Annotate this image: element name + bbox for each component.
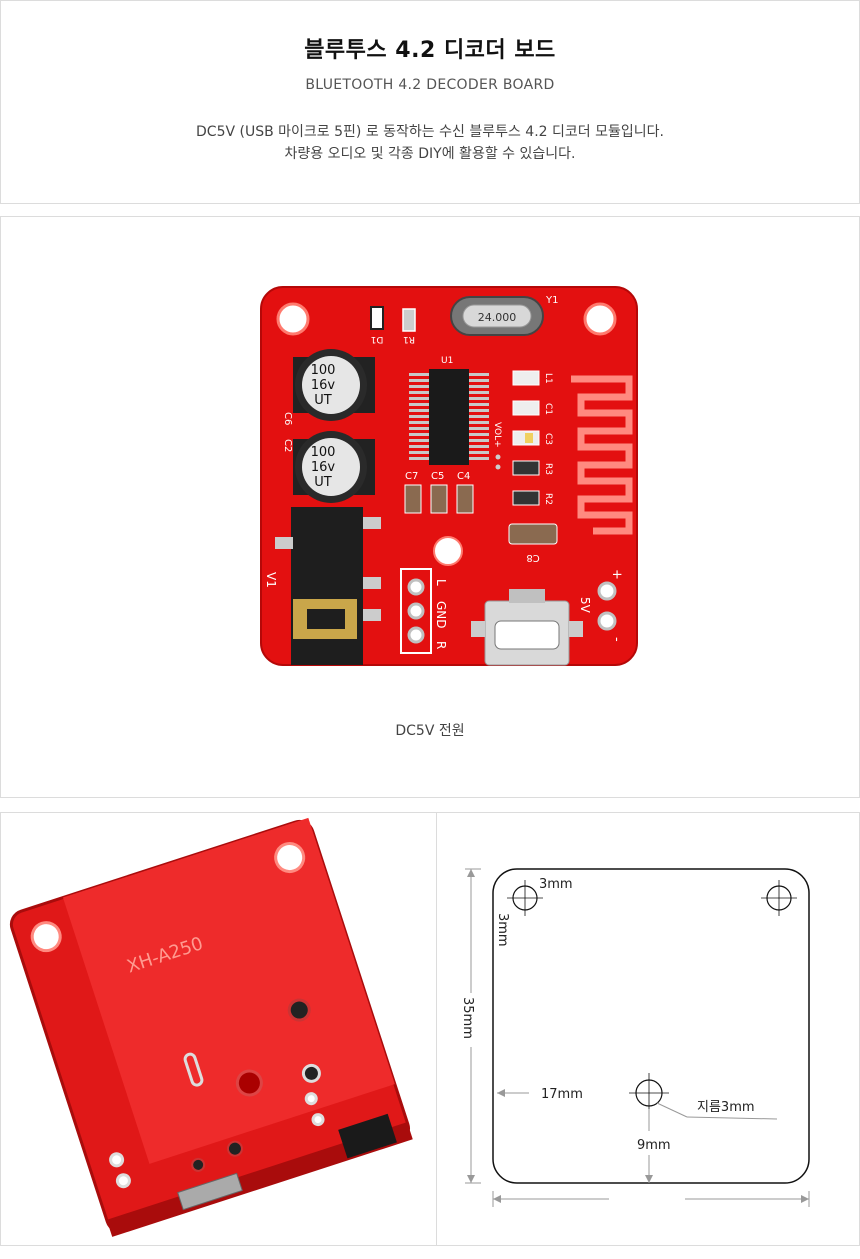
svg-text:100: 100 bbox=[311, 445, 336, 460]
output-header bbox=[400, 568, 432, 654]
usb-port-back bbox=[177, 1172, 243, 1211]
label-r3: R3 bbox=[543, 463, 553, 475]
product-description: DC5V (USB 마이크로 5핀) 로 동작하는 수신 블루투스 4.2 디코… bbox=[1, 121, 859, 165]
height-label: 35mm bbox=[460, 997, 475, 1039]
dimension-drawing: 3mm 3mm 35mm 17mm 지름3mm 9mm bbox=[459, 868, 810, 1207]
label-r: R bbox=[434, 641, 448, 649]
pcb-back: XH-A250 bbox=[9, 817, 413, 1237]
page-title: 블루투스 4.2 디코더 보드 bbox=[304, 38, 556, 63]
capacitor-c2: 100 16v UT bbox=[293, 431, 375, 503]
svg-text:UT: UT bbox=[314, 475, 332, 490]
dimension-panel: 3mm 3mm 35mm 17mm 지름3mm 9mm bbox=[436, 812, 860, 1246]
label-c5: C5 bbox=[431, 471, 444, 482]
label-y1: Y1 bbox=[545, 295, 558, 306]
label-c1: C1 bbox=[543, 403, 553, 415]
svg-text:100: 100 bbox=[311, 363, 336, 378]
diameter-label: 지름3mm bbox=[697, 1100, 755, 1115]
label-r1: R1 bbox=[403, 334, 415, 344]
description-line-1: DC5V (USB 마이크로 5핀) 로 동작하는 수신 블루투스 4.2 디코… bbox=[196, 124, 664, 140]
hole-offset-y-label: 3mm bbox=[495, 913, 510, 947]
label-5v: 5V bbox=[578, 597, 592, 614]
label-c6: C6 bbox=[282, 412, 293, 425]
label-r2: R2 bbox=[543, 493, 553, 505]
label-gnd: GND bbox=[434, 601, 448, 629]
center-hole-icon bbox=[433, 536, 463, 566]
page-subtitle: BLUETOOTH 4.2 DECODER BOARD bbox=[305, 77, 555, 93]
capacitor-c7 bbox=[404, 484, 422, 514]
board-back-illustration: XH-A250 bbox=[9, 817, 413, 1237]
svg-text:16v: 16v bbox=[311, 378, 336, 393]
description-line-2: 차량용 오디오 및 각종 DIY에 활용할 수 있습니다. bbox=[284, 146, 576, 162]
capacitor-c8 bbox=[508, 523, 558, 545]
capacitor-c4 bbox=[456, 484, 474, 514]
board-back-panel: XH-A250 bbox=[0, 812, 437, 1246]
svg-text:UT: UT bbox=[314, 393, 332, 408]
board-caption: DC5V 전원 bbox=[395, 723, 465, 739]
svg-text:16v: 16v bbox=[311, 460, 336, 475]
label-l: L bbox=[434, 579, 448, 586]
label-minus: - bbox=[609, 637, 624, 642]
label-c2: C2 bbox=[282, 439, 293, 452]
header-panel: 블루투스 4.2 디코더 보드 BLUETOOTH 4.2 DECODER BO… bbox=[0, 0, 860, 204]
ic-u1 bbox=[409, 369, 489, 465]
board-outline bbox=[492, 868, 810, 1184]
resistor-r1 bbox=[402, 308, 416, 332]
center-x-label: 17mm bbox=[541, 1087, 583, 1102]
audio-jack-back bbox=[338, 1113, 397, 1159]
board-photo-panel: D1 R1 24.000 Y1 100 16v UT 100 16v UT C6… bbox=[0, 216, 860, 798]
led-d1 bbox=[370, 306, 384, 330]
label-c4: C4 bbox=[457, 471, 470, 482]
label-c3: C3 bbox=[543, 433, 553, 445]
label-vol: VOL+ bbox=[492, 422, 502, 448]
mounting-hole-icon bbox=[274, 842, 306, 874]
smd-column bbox=[512, 370, 540, 506]
label-c7: C7 bbox=[405, 471, 418, 482]
label-plus: + bbox=[609, 569, 624, 580]
hole-offset-x-label: 3mm bbox=[539, 877, 573, 892]
label-v1: V1 bbox=[264, 572, 278, 588]
mounting-hole-icon bbox=[30, 921, 62, 953]
label-u1: U1 bbox=[441, 356, 453, 366]
mounting-hole-icon bbox=[276, 302, 310, 336]
label-l1: L1 bbox=[543, 373, 553, 384]
capacitor-c5 bbox=[430, 484, 448, 514]
center-y-label: 9mm bbox=[637, 1138, 671, 1153]
label-c8: C8 bbox=[526, 552, 539, 563]
mounting-hole-icon bbox=[583, 302, 617, 336]
micro-usb-port bbox=[471, 589, 583, 666]
label-d1: D1 bbox=[371, 334, 384, 344]
board-front-illustration: D1 R1 24.000 Y1 100 16v UT 100 16v UT C6… bbox=[260, 286, 638, 666]
antenna-icon bbox=[571, 375, 633, 535]
capacitor-c6: 100 16v UT bbox=[293, 349, 375, 421]
crystal-label: 24.000 bbox=[478, 311, 517, 324]
audio-jack bbox=[275, 507, 381, 665]
